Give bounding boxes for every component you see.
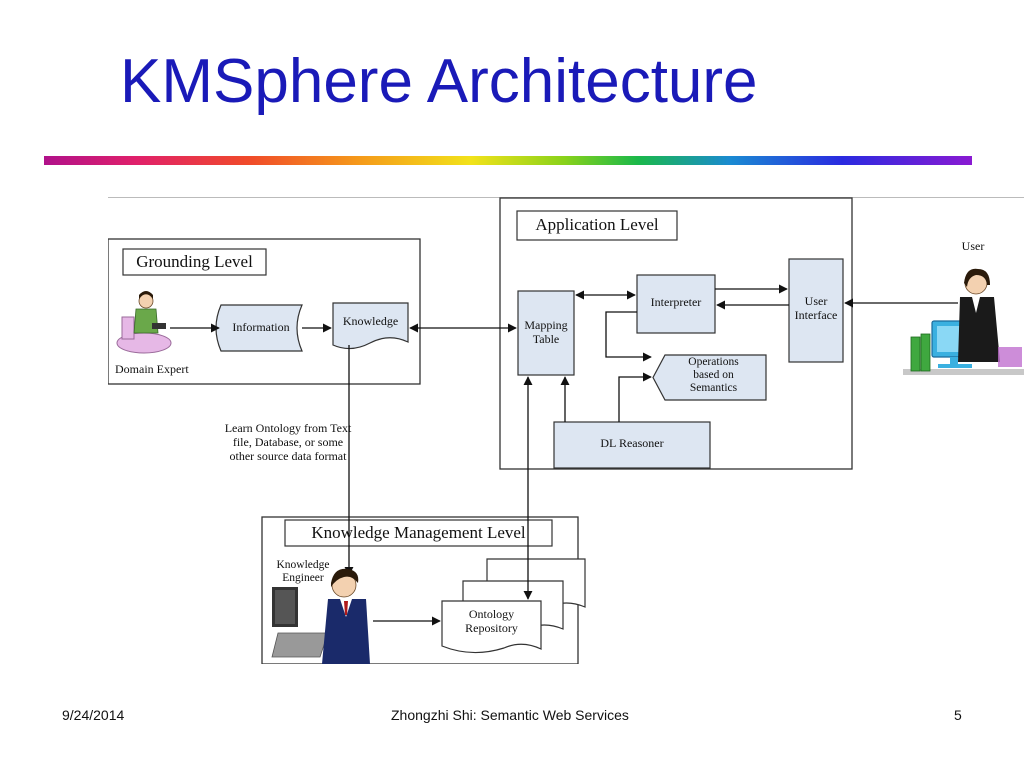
user-label: User: [961, 239, 985, 253]
user-interface-line2: Interface: [794, 307, 838, 322]
slide-title: KMSphere Architecture: [120, 47, 758, 116]
dl-reasoner-shape: [553, 421, 711, 469]
arrow-interpreter-to-operations: [605, 311, 652, 362]
ontology-repository-label: Ontology Repository: [442, 607, 541, 636]
arrow-reasoner-to-operations: [618, 372, 652, 422]
grounding-level-label-box: [122, 248, 267, 276]
rainbow-divider: [44, 156, 972, 165]
annotation-line3: other source data format: [229, 448, 347, 463]
application-level-label-box: [516, 210, 678, 241]
ontology-stack-front: [441, 600, 542, 654]
knowledge-shape: [332, 302, 409, 350]
grounding-level-label: Grounding Level: [136, 252, 253, 271]
mapping-table-line1: Mapping: [524, 318, 568, 332]
application-level-label: Application Level: [535, 215, 659, 234]
knowledge-engineer-line1: Knowledge: [276, 559, 330, 571]
annotation-line1: Learn Ontology from Text: [224, 421, 352, 435]
domain-expert-label: Domain Expert: [115, 362, 189, 376]
knowledge-engineer-line2: Engineer: [282, 572, 324, 585]
knowledge-engineer-figure: [271, 568, 370, 664]
knowledge-engineer-label: Knowledge Engineer: [268, 559, 338, 585]
operations-line1: Operations: [688, 356, 739, 368]
interpreter-shape: [636, 274, 716, 334]
footer-date: 9/24/2014: [62, 707, 125, 723]
operations-shape: [652, 354, 767, 401]
user-figure: [903, 268, 1024, 375]
footer-page-number: 5: [954, 707, 962, 723]
knowledge-management-level-label: Knowledge Management Level: [311, 523, 526, 542]
footer-center-text: Zhongzhi Shi: Semantic Web Services: [391, 707, 629, 723]
mapping-table-shape: [517, 290, 575, 376]
user-interface-line1: User: [804, 294, 828, 308]
domain-expert-figure: [116, 291, 172, 354]
user-interface-shape: [788, 258, 844, 363]
interpreter-label: Interpreter: [650, 295, 702, 309]
operations-line3: Semantics: [689, 382, 738, 395]
information-shape: [215, 304, 303, 352]
annotation-line2: file, Database, or some: [232, 434, 344, 449]
knowledge-label: Knowledge: [342, 314, 399, 328]
architecture-diagram: Grounding Level Application Level Knowle…: [108, 197, 1024, 664]
diagram-graphics: [108, 197, 1024, 664]
ontology-repository-line1: Ontology: [468, 607, 515, 621]
user-interface-label: User Interface: [789, 294, 843, 323]
application-level-frame: [499, 197, 853, 470]
knowledge-management-level-label-box: [284, 519, 553, 547]
operations-label: Operations based on Semantics: [661, 356, 766, 396]
ontology-repository-line2: Repository: [465, 620, 518, 635]
dl-reasoner-label: DL Reasoner: [600, 436, 664, 450]
information-label: Information: [232, 320, 290, 334]
grounding-level-frame: [108, 238, 421, 385]
mapping-table-label: Mapping Table: [516, 318, 576, 347]
learn-ontology-annotation: Learn Ontology from Text file, Database,…: [208, 421, 368, 463]
operations-line2: based on: [693, 369, 734, 382]
mapping-table-line2: Table: [532, 331, 560, 346]
